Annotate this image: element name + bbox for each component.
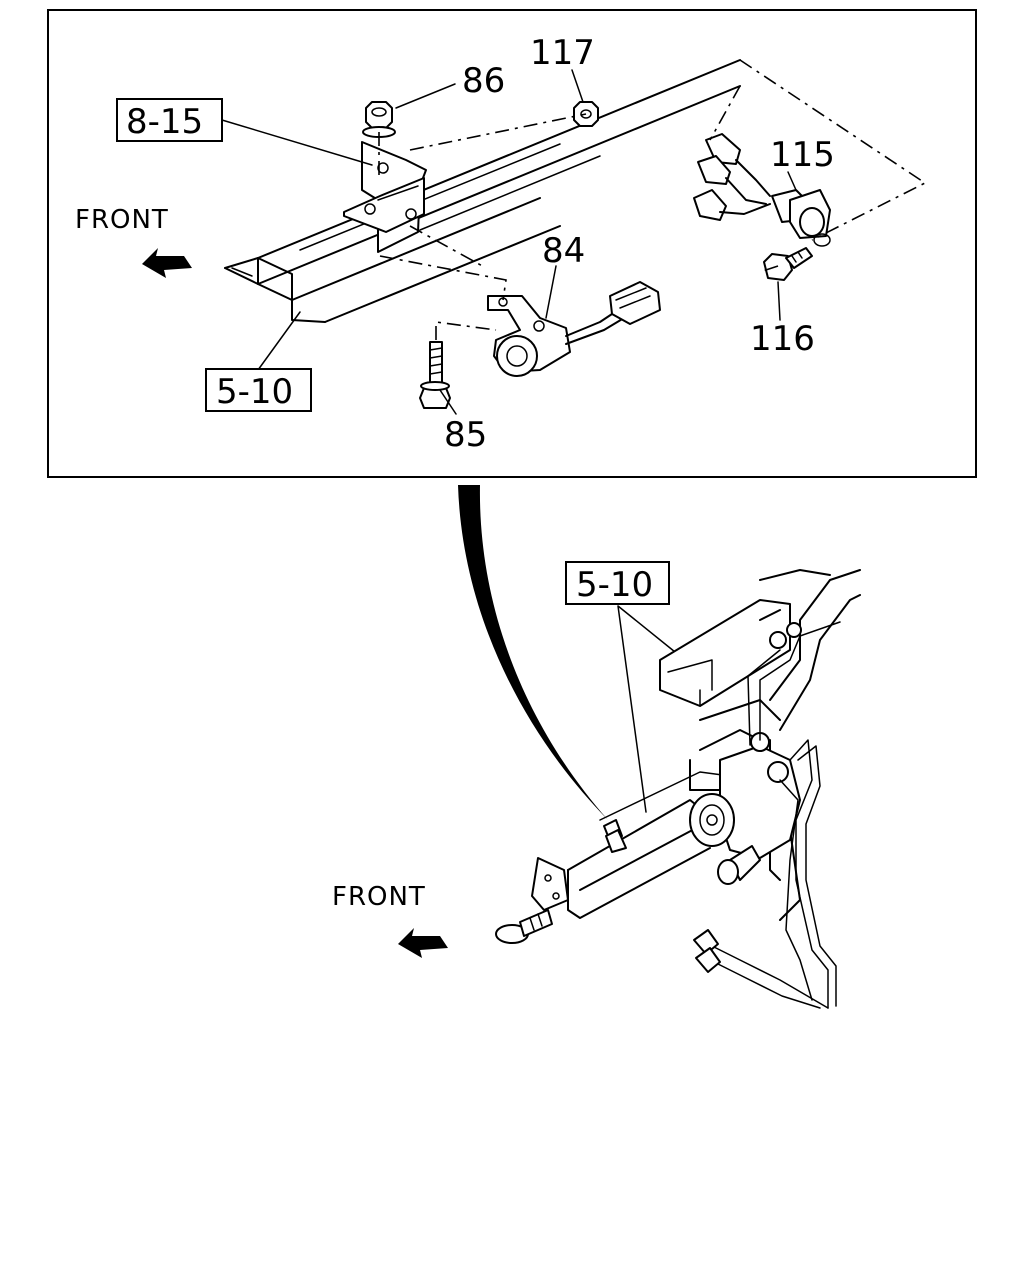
callout-116: 116 <box>750 319 815 359</box>
bolt-116 <box>763 247 813 281</box>
overview-leader-lines <box>617 605 681 813</box>
ref-box-5-10: 5-10 <box>205 368 312 412</box>
leader-lines <box>221 69 797 415</box>
overview-ref-box-5-10: 5-10 <box>565 561 670 605</box>
bracket-8-15 <box>343 141 427 253</box>
assembly-lines <box>378 59 927 340</box>
ref-5-10-label: 5-10 <box>216 372 293 412</box>
ref-box-8-15: 8-15 <box>116 98 223 142</box>
front-label: FRONT <box>75 205 169 235</box>
sensor-115 <box>693 133 831 247</box>
overview-panel: 5-10 <box>332 561 861 1009</box>
callout-84: 84 <box>542 231 585 271</box>
detail-pointer-curve <box>458 485 608 820</box>
callout-86: 86 <box>462 61 505 101</box>
overview-injection-pump <box>689 622 802 885</box>
callout-115: 115 <box>770 135 835 175</box>
overview-crossmember <box>659 599 791 707</box>
detail-panel: 117 86 115 84 116 85 8-15 5-10 FRONT <box>47 9 977 478</box>
flange-nut-86 <box>362 101 396 138</box>
sensor-84 <box>487 281 661 377</box>
overview-front-label: FRONT <box>332 882 426 912</box>
detail-frame <box>47 9 977 478</box>
callout-117: 117 <box>530 33 595 73</box>
overview-bolt <box>495 909 553 944</box>
ref-8-15-label: 8-15 <box>126 102 203 142</box>
bolt-85 <box>419 341 451 409</box>
overview-front-arrow-icon <box>398 928 448 958</box>
overview-sensor-bracket <box>531 819 627 911</box>
front-arrow-icon <box>142 248 192 278</box>
callout-85: 85 <box>444 415 487 455</box>
overview-ref-5-10-label: 5-10 <box>576 565 653 605</box>
overview-fuel-pipes <box>693 621 841 1009</box>
